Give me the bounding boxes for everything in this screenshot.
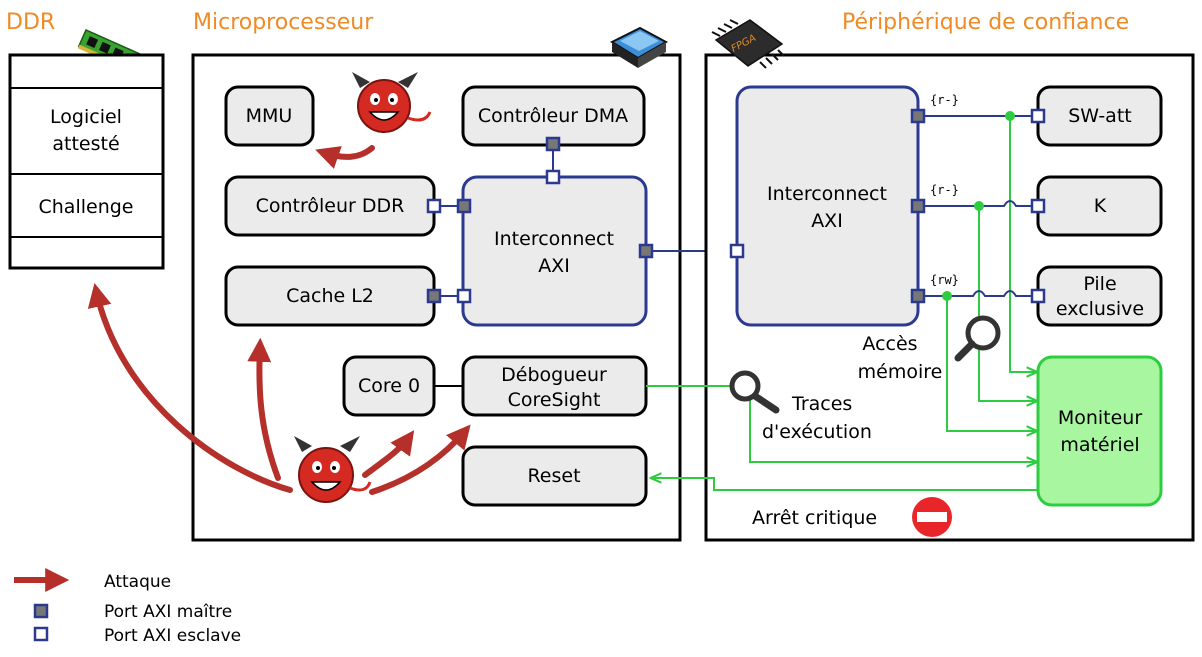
fpga-master-port-key <box>910 198 926 214</box>
perm-swatt: {r-} <box>930 93 959 107</box>
memory-access-line1: Accès <box>862 333 917 355</box>
ddr-memory: Logiciel attesté Challenge <box>8 53 165 270</box>
cpu-interconnect-line2: AXI <box>538 255 570 277</box>
swatt-tap-node <box>1005 111 1015 121</box>
key-slave-port <box>1030 198 1046 214</box>
memory-access-line2: mémoire <box>858 361 943 383</box>
legend-slave-port-swatch <box>33 626 49 642</box>
debugger-block: Débogueur CoreSight <box>461 355 648 417</box>
cpu-chip-icon <box>609 26 669 68</box>
debugger-line2: CoreSight <box>508 389 601 411</box>
cache-l2-block: Cache L2 <box>224 265 436 327</box>
ddr-ctrl-slave-port <box>426 198 442 214</box>
swatt-slave-port <box>1030 108 1046 124</box>
peripheral-title: Périphérique de confiance <box>842 10 1129 35</box>
fpga-axi-links <box>918 115 1038 297</box>
traces-line2: d'exécution <box>762 421 872 443</box>
debugger-line1: Débogueur <box>501 364 607 386</box>
fpga-chip-icon: FPGA <box>711 19 785 69</box>
dma-master-port <box>545 136 561 152</box>
hardware-monitor-block: Moniteur matériel <box>1036 355 1163 507</box>
attested-software-line2: attesté <box>52 133 119 155</box>
reset-block: Reset <box>461 445 648 507</box>
key-label: K <box>1094 195 1107 217</box>
reset-label: Reset <box>527 465 580 487</box>
devil-attacker-icon-top <box>352 72 432 133</box>
interconnect-master-port-fpga <box>638 243 654 259</box>
traces-magnifier-icon <box>729 370 780 414</box>
traces-line1: Traces <box>791 393 852 415</box>
core0-block: Core 0 <box>342 355 436 417</box>
stack-tap-node <box>942 291 952 301</box>
swatt-block: SW-att <box>1036 85 1163 147</box>
swatt-label: SW-att <box>1068 105 1131 127</box>
exclusive-stack-block: Pile exclusive <box>1036 265 1163 327</box>
stop-sign-icon <box>912 497 952 537</box>
mmu-label: MMU <box>246 105 293 127</box>
fpga-master-port-stack <box>910 288 926 304</box>
legend-slave-port-label: Port AXI esclave <box>104 626 241 646</box>
fpga-interconnect-slave-port <box>729 243 745 259</box>
hardware-monitor-line1: Moniteur <box>1058 407 1143 429</box>
fpga-interconnect-block: Interconnect AXI <box>735 85 920 327</box>
legend-attack-label: Attaque <box>104 572 171 592</box>
fpga-master-port-swatt <box>910 108 926 124</box>
attested-software-line1: Logiciel <box>50 106 122 128</box>
critical-stop-label: Arrêt critique <box>752 507 877 529</box>
ddr-controller-label: Contrôleur DDR <box>256 195 405 217</box>
interconnect-slave-port-top <box>545 169 561 185</box>
mmu-block: MMU <box>224 85 315 147</box>
dma-controller-block: Contrôleur DMA <box>461 85 646 147</box>
perm-key: {r-} <box>930 183 959 197</box>
key-tap-node <box>974 201 984 211</box>
memory-access-magnifier-icon <box>954 315 1001 362</box>
microprocessor-title: Microprocesseur <box>193 10 374 35</box>
cpu-interconnect-block: Interconnect AXI <box>461 175 648 327</box>
exclusive-stack-line2: exclusive <box>1056 298 1144 320</box>
devil-attacker-icon-bottom <box>294 436 372 503</box>
interconnect-master-port-ddr <box>456 198 472 214</box>
attack-arrows <box>87 145 471 495</box>
hardware-monitor-line2: matériel <box>1060 434 1139 456</box>
ddr-controller-block: Contrôleur DDR <box>224 175 436 237</box>
key-block: K <box>1036 175 1163 237</box>
challenge-label: Challenge <box>39 196 134 218</box>
cache-l2-label: Cache L2 <box>286 285 374 307</box>
legend-master-port-swatch <box>33 603 49 619</box>
dma-controller-label: Contrôleur DMA <box>478 105 628 127</box>
cache-master-port <box>426 288 442 304</box>
cpu-interconnect-line1: Interconnect <box>494 228 614 250</box>
legend: Attaque Port AXI maître Port AXI esclave <box>14 568 241 646</box>
fpga-interconnect-line2: AXI <box>811 210 843 232</box>
exclusive-stack-line1: Pile <box>1083 273 1116 295</box>
stack-slave-port <box>1030 288 1046 304</box>
fpga-interconnect-line1: Interconnect <box>767 183 887 205</box>
core0-label: Core 0 <box>358 375 420 397</box>
ddr-title: DDR <box>6 10 55 35</box>
perm-stack: {rw} <box>930 273 959 287</box>
interconnect-slave-port-cache <box>456 288 472 304</box>
legend-master-port-label: Port AXI maître <box>104 602 232 622</box>
